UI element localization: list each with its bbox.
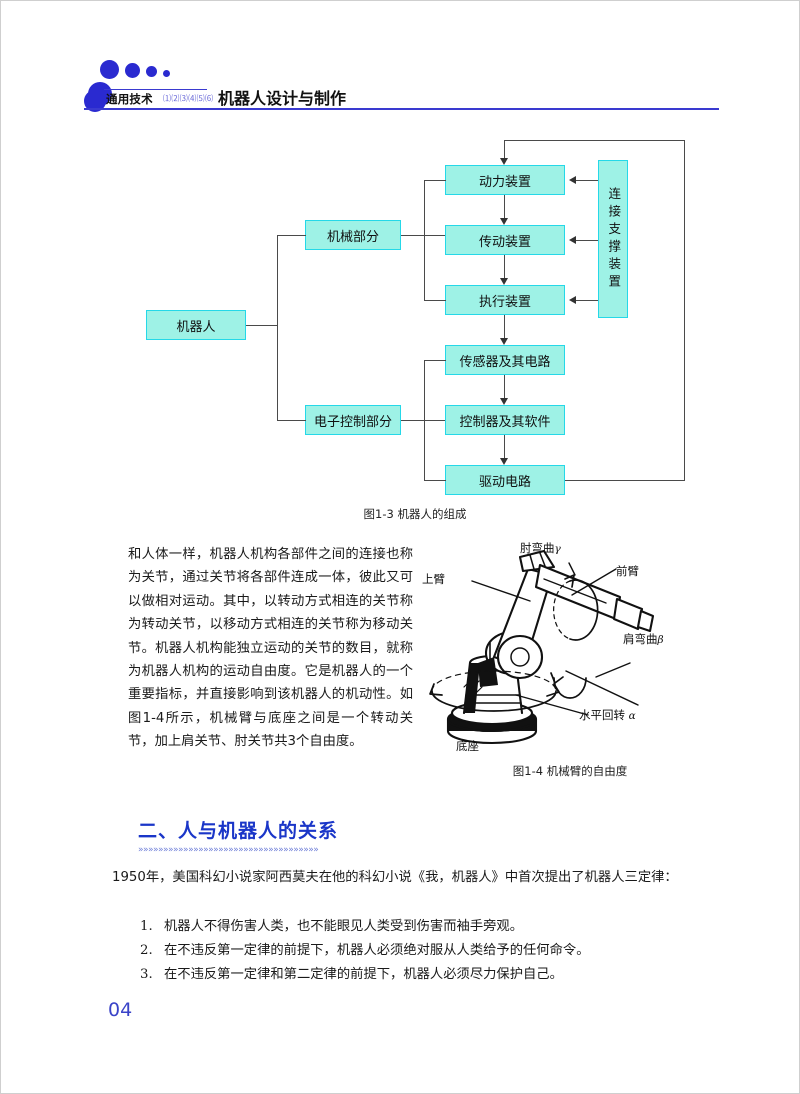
connector-to-electronic: [277, 420, 306, 422]
flow-node-support-device: 连接支撑装置: [598, 160, 628, 318]
flow-node-mechanical: 机械部分: [305, 220, 401, 250]
law-number: 2.: [140, 943, 153, 958]
connector-electronic-out: [401, 420, 445, 422]
connector-mech-to-power: [424, 180, 446, 182]
connector-mechanical-split: [424, 180, 426, 300]
flow-node-driver-circuit: 驱动电路: [445, 465, 565, 495]
law-text: 在不违反第一定律和第二定律的前提下，机器人必须尽力保护自己。: [164, 967, 563, 982]
arm-label-forearm: 前臂: [616, 564, 639, 578]
connector-actuator-to-sensor: [504, 315, 506, 338]
connector-sensor-to-controller: [504, 375, 506, 398]
robot-arm-figure: 肘弯曲γ 前臂 上臂 肩弯曲β 水平回转 α 底座 图1-4 机械臂的自由度: [420, 535, 720, 778]
law-text: 机器人不得伤害人类，也不能眼见人类受到伤害而袖手旁观。: [164, 919, 524, 934]
header-subject: 通用技术: [106, 92, 153, 106]
connector-mech-to-actuator: [424, 300, 446, 302]
connector-electronic-split: [424, 360, 426, 480]
logo-dot-4: [146, 66, 157, 77]
flow-node-actuator-device: 执行装置: [445, 285, 565, 315]
connector-main-split: [277, 235, 279, 421]
flow-node-electronic: 电子控制部分: [305, 405, 401, 435]
connector-support-to-power: [576, 180, 598, 182]
header-series-marks: ⑴⑵⑶⑷⑸⑹: [163, 94, 214, 103]
connector-support-to-transmission: [576, 240, 598, 242]
connector-mechanical-out: [401, 235, 445, 237]
arm-label-elbow-symbol: γ: [554, 543, 561, 555]
arm-label-base: 底座: [456, 739, 479, 753]
connector-feedback-top: [504, 140, 685, 142]
robot-laws-list: 1. 机器人不得伤害人类，也不能眼见人类受到伤害而袖手旁观。 2. 在不违反第一…: [140, 915, 700, 987]
connector-feedback-down: [504, 140, 506, 158]
connector-to-mechanical: [277, 235, 306, 237]
connector-elec-to-driver: [424, 480, 446, 482]
section-heading: 二、人与机器人的关系: [138, 820, 339, 842]
header-rule: [84, 108, 719, 110]
logo-dot-3: [125, 63, 140, 78]
arrow-feedback-into-power: [500, 158, 508, 165]
flow-node-sensor-circuit: 传感器及其电路: [445, 345, 565, 375]
logo-dot-1: [88, 82, 112, 106]
connector-power-to-transmission: [504, 195, 506, 218]
robot-arm-illustration: [429, 549, 655, 745]
arrow-actuator-to-sensor: [500, 338, 508, 345]
robot-composition-flowchart: 机器人 机械部分 电子控制部分 动力装置 传动装置 执行装置 连接支撑装置 传感…: [0, 120, 800, 521]
arrow-controller-to-driver: [500, 458, 508, 465]
law-number: 3.: [140, 967, 153, 982]
section-heading-chevrons: »»»»»»»»»»»»»»»»»»»»»»»»»»»»»»»»»»»»: [138, 845, 319, 855]
flow-node-root: 机器人: [146, 310, 246, 340]
article-paragraph-1-text: 和人体一样，机器人机构各部件之间的连接也称为关节，通过关节将各部件连成一体，彼此…: [128, 547, 413, 750]
arrow-sensor-to-controller: [500, 398, 508, 405]
arrow-transmission-to-actuator: [500, 278, 508, 285]
arrow-support-to-actuator: [569, 296, 576, 304]
arm-label-shoulder-symbol: β: [657, 634, 664, 646]
connector-feedback-right: [684, 140, 686, 481]
arrow-power-to-transmission: [500, 218, 508, 225]
connector-support-to-actuator: [576, 300, 598, 302]
flow-node-transmission-device: 传动装置: [445, 225, 565, 255]
arm-label-elbow-text: 肘弯曲: [520, 541, 555, 555]
flow-node-controller-software: 控制器及其软件: [445, 405, 565, 435]
arm-label-horizontal-text: 水平回转: [579, 708, 625, 722]
logo-dot-2: [100, 60, 119, 79]
arm-label-horizontal-rotation: 水平回转 α: [579, 707, 636, 723]
list-item: 3. 在不违反第一定律和第二定律的前提下，机器人必须尽力保护自己。: [140, 963, 700, 987]
flowchart-caption: 图1-3 机器人的组成: [363, 507, 467, 521]
header-short-rule: [104, 89, 207, 90]
list-item: 1. 机器人不得伤害人类，也不能眼见人类受到伤害而袖手旁观。: [140, 915, 700, 939]
arm-label-elbow: 肘弯曲γ: [520, 540, 561, 556]
law-text: 在不违反第一定律的前提下，机器人必须绝对服从人类给予的任何命令。: [164, 943, 590, 958]
connector-root-out: [246, 325, 278, 327]
logo-dot-5: [163, 70, 170, 77]
page-header: 通用技术 ⑴⑵⑶⑷⑸⑹ 机器人设计与制作: [0, 0, 800, 120]
page-number: 04: [108, 999, 133, 1021]
article-paragraph-1: 和人体一样，机器人机构各部件之间的连接也称为关节，通过关节将各部件连成一体，彼此…: [128, 543, 413, 754]
arm-label-upper-arm: 上臂: [422, 572, 445, 586]
connector-transmission-to-actuator: [504, 255, 506, 278]
arm-figure-caption: 图1-4 机械臂的自由度: [512, 764, 628, 778]
arm-label-shoulder: 肩弯曲β: [623, 631, 664, 647]
arm-label-shoulder-text: 肩弯曲: [623, 632, 658, 646]
list-item: 2. 在不违反第一定律的前提下，机器人必须绝对服从人类给予的任何命令。: [140, 939, 700, 963]
connector-feedback-bottom: [565, 480, 685, 482]
section-intro-paragraph: 1950年，美国科幻小说家阿西莫夫在他的科幻小说《我，机器人》中首次提出了机器人…: [112, 866, 700, 890]
arm-label-horizontal-symbol: α: [628, 710, 636, 722]
arrow-support-to-transmission: [569, 236, 576, 244]
flow-node-power-device: 动力装置: [445, 165, 565, 195]
connector-controller-to-driver: [504, 435, 506, 458]
section-intro-text: 1950年，美国科幻小说家阿西莫夫在他的科幻小说《我，机器人》中首次提出了机器人…: [112, 870, 678, 885]
law-number: 1.: [140, 919, 153, 934]
connector-elec-to-sensor: [424, 360, 446, 362]
arrow-support-to-power: [569, 176, 576, 184]
header-title: 机器人设计与制作: [218, 89, 347, 108]
